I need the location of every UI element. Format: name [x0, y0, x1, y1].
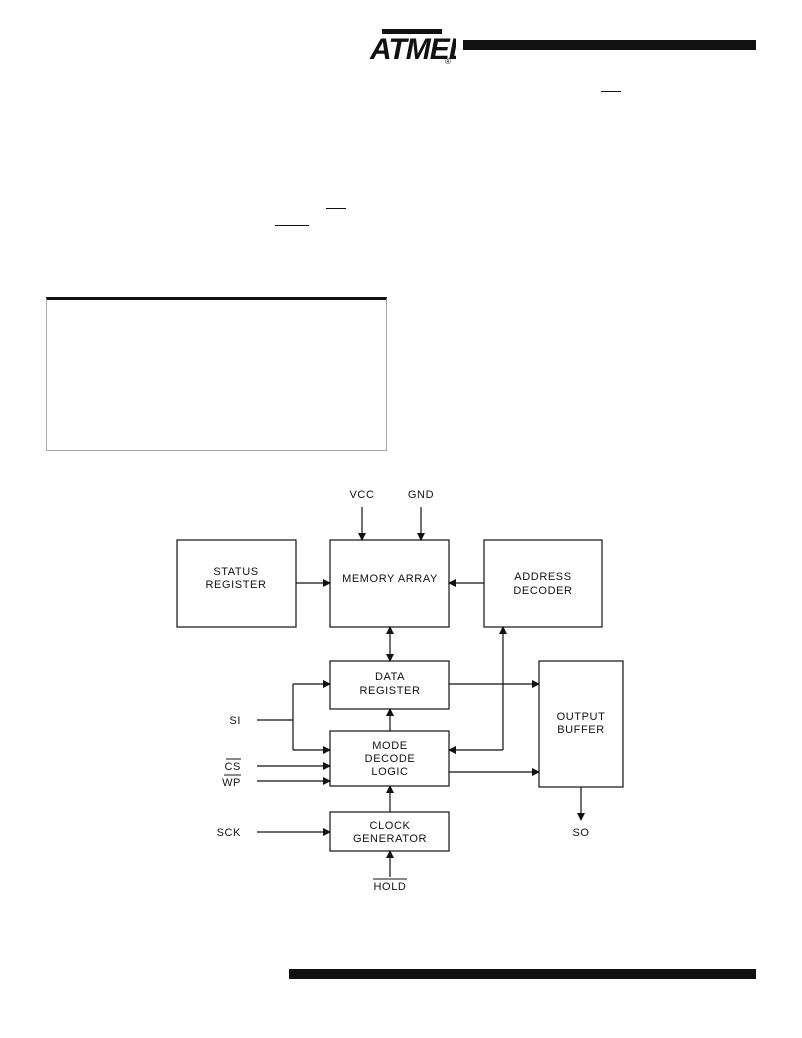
so-label: SO [572, 827, 589, 839]
svg-text:®: ® [445, 57, 451, 66]
empty-table-frame [46, 297, 387, 451]
overbar-mark [275, 225, 309, 226]
status-register-line-2: REGISTER [205, 579, 266, 591]
si-label: SI [229, 715, 241, 727]
address-decoder-line-1: ADDRESS [514, 571, 571, 583]
wp-label: WP [222, 777, 241, 789]
mode-decode-logic-line-2: DECODE [365, 753, 416, 765]
clock-generator-line-1: CLOCK [370, 820, 411, 832]
overbar-mark [326, 208, 346, 209]
atmel-logo: ATMEL ® [369, 29, 456, 66]
mode-decode-logic-line-1: MODE [372, 740, 407, 752]
vcc-label: VCC [349, 489, 374, 501]
footer-rule [289, 969, 756, 979]
mode-decode-logic-line-3: LOGIC [371, 766, 408, 778]
status-register-line-1: STATUS [213, 566, 258, 578]
address-decoder-line-2: DECODER [513, 585, 572, 597]
svg-text:ATMEL: ATMEL [369, 33, 456, 66]
output-buffer-line-2: BUFFER [557, 724, 605, 736]
gnd-label: GND [408, 489, 434, 501]
memory-array-label: MEMORY ARRAY [342, 573, 438, 585]
clock-generator-line-2: GENERATOR [353, 833, 427, 845]
data-register-line-2: REGISTER [359, 685, 420, 697]
hold-label: HOLD [374, 881, 407, 893]
overbar-mark [601, 91, 621, 92]
cs-label: CS [225, 761, 241, 773]
output-buffer-line-1: OUTPUT [557, 711, 606, 723]
sck-label: SCK [217, 827, 241, 839]
data-register-line-1: DATA [375, 671, 405, 683]
header-rule [463, 40, 756, 50]
address-decoder-block [483, 539, 603, 628]
